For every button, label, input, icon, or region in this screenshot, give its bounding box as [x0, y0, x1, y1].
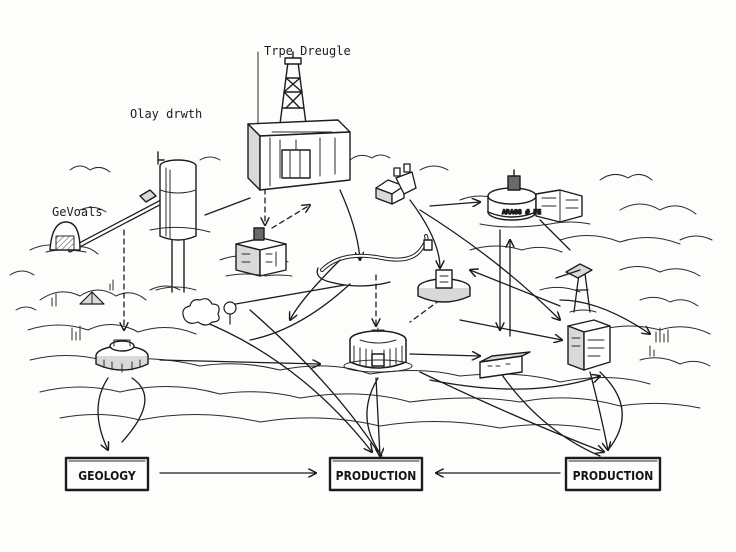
right-cube-building: [567, 319, 611, 371]
production-right-box: PRODUCTION: [564, 456, 662, 492]
antenna-mast: [555, 263, 597, 313]
small-cabin: [375, 163, 417, 205]
left-hut: [45, 221, 87, 253]
geology-box-label: GEOLOGY: [78, 469, 136, 483]
tank-label: Olay drwth: [130, 107, 202, 121]
small-tent: [79, 291, 105, 305]
grass-tufts: [51, 279, 669, 357]
tower-label: Trpe Dreugle: [264, 44, 351, 58]
hut-label: GeVoals: [52, 205, 103, 219]
left-round-platform: [95, 339, 149, 373]
terrain-sketch: [9, 154, 713, 431]
derrick-building: [247, 51, 351, 191]
round-center-building: [343, 327, 413, 373]
processing-plant: ARAGG # FE: [479, 169, 591, 228]
plant-sign-text: ARAGG # FE: [502, 208, 541, 216]
production-center-box: PRODUCTION: [328, 456, 424, 492]
small-block-building: [225, 227, 293, 277]
production-right-box-label: PRODUCTION: [573, 469, 654, 483]
connector-arrows: [67, 179, 650, 473]
tall-tank: [139, 151, 211, 293]
geology-box: GEOLOGY: [64, 456, 150, 492]
production-center-box-label: PRODUCTION: [336, 469, 417, 483]
road-platform: [417, 239, 471, 303]
bush-cluster: [182, 298, 237, 326]
small-right-tank: [479, 351, 531, 379]
